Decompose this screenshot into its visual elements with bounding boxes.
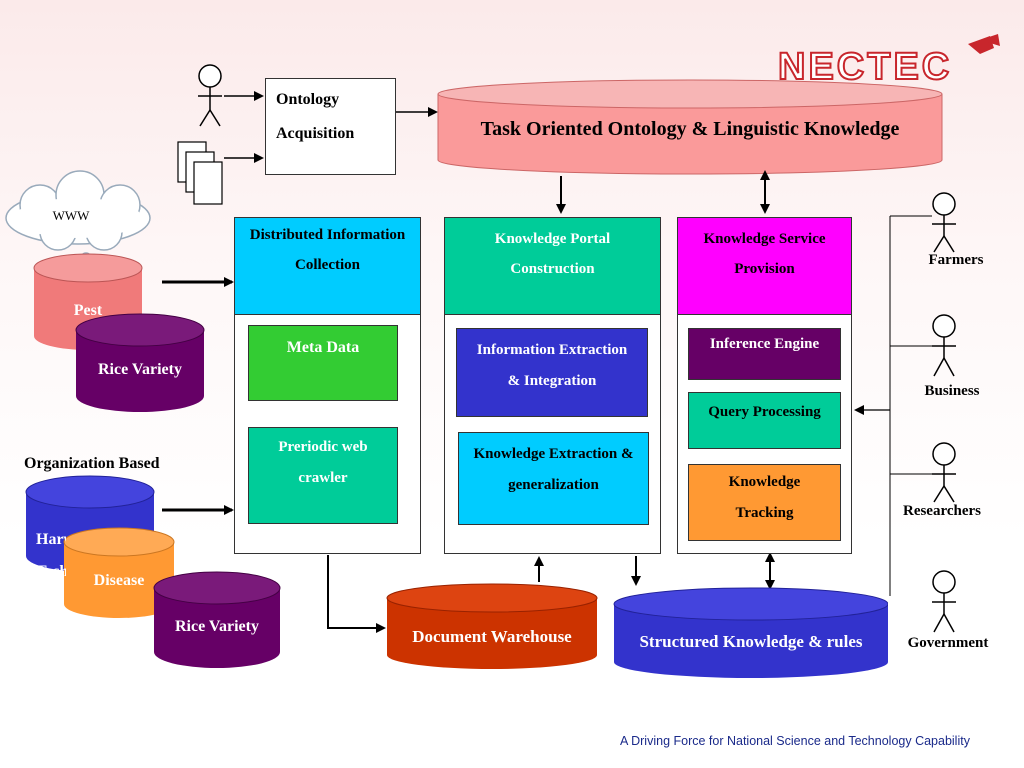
users-bracket xyxy=(889,215,932,605)
inference-engine-label: Inference Engine xyxy=(709,336,820,352)
periodic-crawler-label-2: crawler xyxy=(298,470,348,486)
structured-knowledge-label: Structured Knowledge & rules xyxy=(639,632,863,651)
info-extraction-label-1: Information Extraction xyxy=(476,342,628,358)
disease-label: Disease xyxy=(93,572,145,589)
meta-data-label: Meta Data xyxy=(286,339,360,356)
service-provision-header: Knowledge Service Provision xyxy=(678,218,851,315)
knowledge-tracking-label-1: Knowledge xyxy=(728,474,801,490)
person-icon-researchers xyxy=(932,442,956,503)
pest-label: Pest xyxy=(73,302,103,319)
person-icon-government xyxy=(932,570,956,633)
query-processing-box: Query Processing xyxy=(688,392,841,449)
portal-construction-column: Knowledge Portal Construction Informatio… xyxy=(444,217,661,554)
person-icon-farmers xyxy=(932,192,956,253)
service-provision-column: Knowledge Service Provision Inference En… xyxy=(677,217,852,554)
knowledge-extraction-label-2: generalization xyxy=(508,477,599,493)
user-label-business: Business xyxy=(924,383,980,399)
service-header-line-1: Knowledge Service xyxy=(703,231,826,247)
nectec-logo-text: NECTEC xyxy=(777,45,953,89)
tagline: A Driving Force for National Science and… xyxy=(620,734,970,748)
task-ontology-cylinder xyxy=(437,79,943,175)
meta-data-box: Meta Data xyxy=(248,325,398,401)
portal-header-line-1: Knowledge Portal xyxy=(494,231,611,247)
portal-header-line-2: Construction xyxy=(510,261,595,277)
distributed-collection-header: Distributed Information Collection xyxy=(235,218,420,315)
nectec-logo: NECTEC xyxy=(777,45,978,90)
documents-icon xyxy=(177,141,223,205)
ontology-acquisition-label-2: Acquisition xyxy=(276,125,355,142)
periodic-crawler-label-1: Preriodic web xyxy=(278,439,368,455)
user-label-farmers: Farmers xyxy=(928,252,984,268)
www-label: WWW xyxy=(52,208,90,223)
distributed-header-line-1: Distributed Information xyxy=(249,227,406,243)
organization-based-label: Organization Based xyxy=(24,455,160,472)
knowledge-extraction-box: Knowledge Extraction & generalization xyxy=(458,432,649,525)
document-warehouse-cylinder xyxy=(386,583,598,669)
knowledge-tracking-box: Knowledge Tracking xyxy=(688,464,841,541)
knowledge-extraction-label-1: Knowledge Extraction & xyxy=(473,446,634,462)
ontology-acquisition-box: Ontology Acquisition xyxy=(265,78,396,175)
rice-variety-cylinder-top xyxy=(75,313,205,412)
user-label-government: Government xyxy=(907,635,989,651)
structured-knowledge-cylinder xyxy=(613,587,889,678)
nectec-logo-mark xyxy=(968,34,1000,54)
portal-construction-header: Knowledge Portal Construction xyxy=(445,218,660,315)
rice-variety-bottom-label: Rice Variety xyxy=(175,618,259,635)
user-label-researchers: Researchers xyxy=(902,503,982,519)
arrow-collection-to-warehouse xyxy=(327,555,386,633)
rice-variety-cylinder-bottom xyxy=(153,571,281,668)
ontology-acquisition-label-1: Ontology xyxy=(276,91,340,108)
info-extraction-box: Information Extraction & Integration xyxy=(456,328,648,417)
distributed-collection-column: Distributed Information Collection Meta … xyxy=(234,217,421,554)
document-warehouse-label: Document Warehouse xyxy=(412,627,572,646)
info-extraction-label-2: & Integration xyxy=(507,373,597,389)
www-cloud-icon xyxy=(5,170,151,275)
distributed-header-line-2: Collection xyxy=(295,257,360,273)
person-icon-ontology-expert xyxy=(198,64,222,127)
service-header-line-2: Provision xyxy=(734,261,795,277)
disease-cylinder xyxy=(63,527,175,618)
inference-engine-box: Inference Engine xyxy=(688,328,841,380)
harvest-tech-label-clip: Harvest Technology xyxy=(26,500,66,580)
rice-variety-top-label: Rice Variety xyxy=(98,361,182,378)
knowledge-tracking-label-2: Tracking xyxy=(735,505,794,521)
person-icon-business xyxy=(932,314,956,377)
query-processing-label: Query Processing xyxy=(708,404,821,420)
periodic-crawler-box: Preriodic web crawler xyxy=(248,427,398,524)
harvest-tech-label: Harvest Technology xyxy=(36,531,66,580)
task-ontology-label: Task Oriented Ontology & Linguistic Know… xyxy=(480,118,900,140)
